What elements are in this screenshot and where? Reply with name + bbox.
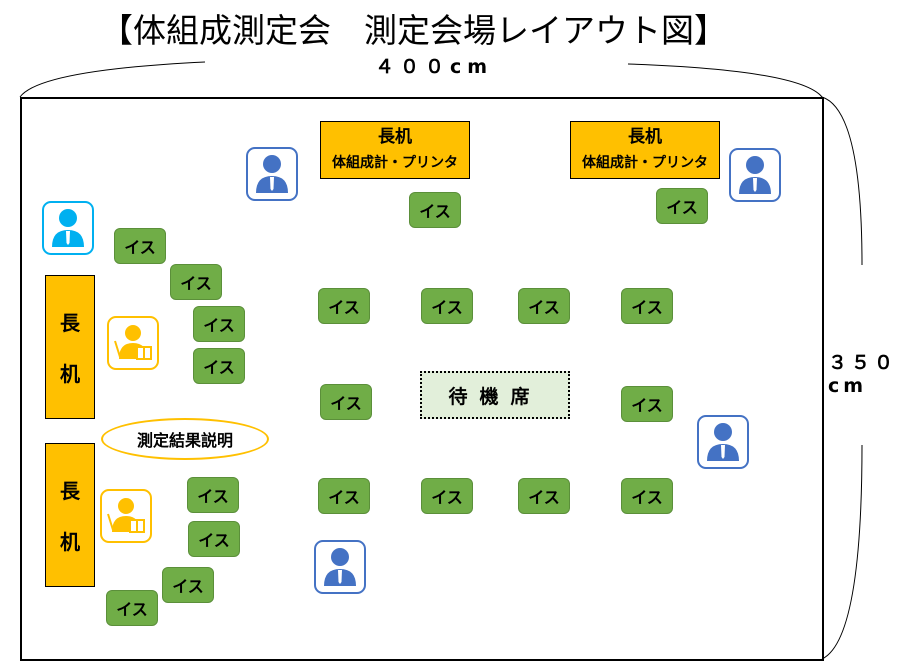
chair: イス [518, 288, 570, 324]
table-label: 長机 [378, 127, 412, 147]
chair: イス [106, 590, 158, 626]
long-table-left-2: 長 机 [45, 443, 95, 587]
chair: イス [621, 288, 673, 324]
chair: イス [518, 478, 570, 514]
chair: イス [193, 348, 245, 384]
staff-person-icon [314, 540, 366, 594]
chair: イス [421, 288, 473, 324]
waiting-area: 待機席 [420, 371, 570, 419]
long-table-scale-printer-2: 長机 体組成計・プリンタ [570, 121, 720, 179]
long-table-left-1: 長 机 [45, 275, 95, 419]
height-dimension: ３５０cm [828, 352, 898, 397]
chair: イス [170, 264, 222, 300]
chair: イス [188, 521, 240, 557]
table-sublabel: 体組成計・プリンタ [582, 155, 708, 171]
staff-person-icon [246, 147, 298, 201]
table-label: 長机 [628, 127, 662, 147]
chair: イス [187, 477, 239, 513]
chair: イス [114, 228, 166, 264]
result-explanation-label: 測定結果説明 [101, 418, 269, 460]
table-label: 長 [60, 311, 80, 335]
width-dimension: ４００cm [375, 56, 494, 78]
chair: イス [621, 386, 673, 422]
chair: イス [656, 188, 708, 224]
explainer-person-icon [100, 489, 152, 543]
page-title: 【体組成測定会 測定会場レイアウト図】 [100, 11, 727, 50]
chair: イス [193, 306, 245, 342]
chair: イス [421, 478, 473, 514]
receptionist-person-icon [42, 201, 94, 255]
staff-person-icon [697, 415, 749, 469]
table-label: 長 [60, 479, 80, 503]
long-table-scale-printer-1: 長机 体組成計・プリンタ [320, 121, 470, 179]
table-sublabel: 体組成計・プリンタ [332, 155, 458, 171]
chair: イス [162, 567, 214, 603]
chair: イス [320, 384, 372, 420]
table-label: 机 [60, 530, 80, 554]
staff-person-icon [729, 148, 781, 202]
chair: イス [318, 478, 370, 514]
chair: イス [409, 192, 461, 228]
chair: イス [318, 288, 370, 324]
explainer-person-icon [107, 316, 159, 370]
room-outline [20, 97, 824, 661]
chair: イス [621, 478, 673, 514]
table-label: 机 [60, 362, 80, 386]
